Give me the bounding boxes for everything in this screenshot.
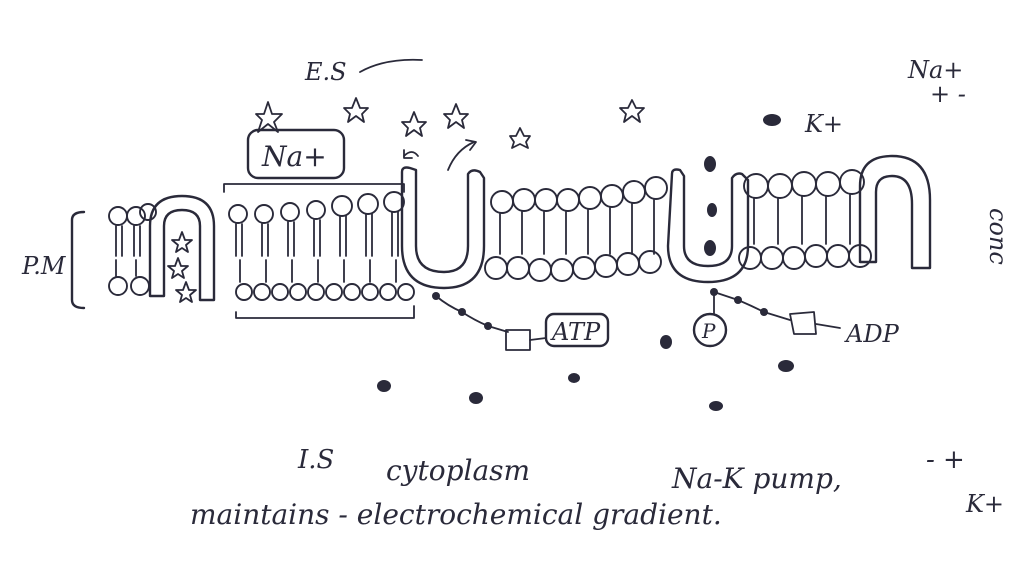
arrow-out-right-head — [465, 139, 477, 151]
label-na-k-pump: Na-K pump, — [671, 462, 842, 495]
channel-protein-right — [858, 154, 932, 270]
arrow-out-left — [403, 151, 419, 157]
na-ion-stars — [167, 97, 645, 303]
label-conc: conc — [984, 208, 1012, 265]
lipid-segment-left — [108, 203, 157, 296]
arrow-out-left-head — [403, 149, 413, 159]
pm-bracket — [70, 210, 86, 310]
atp-chain — [432, 292, 547, 351]
label-na-box: Na+ — [261, 140, 327, 173]
arrow-out-right — [447, 141, 475, 171]
label-charge-top-right: + - — [930, 80, 966, 108]
label-intracellular-space: I.S — [297, 445, 334, 475]
label-atp: ATP — [550, 318, 601, 346]
label-extracellular-space: E.S — [304, 58, 347, 86]
label-cytoplasm: cytoplasm — [386, 454, 530, 487]
lipid-segment-c — [738, 169, 872, 270]
es-underline — [359, 58, 423, 73]
k-ion-dots — [377, 114, 794, 411]
label-phosphate: P — [701, 319, 716, 343]
phosphate-circle — [692, 312, 728, 348]
lipid-segment-a — [228, 191, 415, 301]
adp-chain — [710, 288, 841, 335]
pump-protein-1 — [400, 166, 486, 290]
lipid-bracket-bottom — [235, 305, 415, 319]
label-charge-bottom-right: - + — [926, 445, 965, 475]
label-plasma-membrane: P.M — [21, 252, 67, 280]
label-maintains-gradient: maintains - electrochemical gradient. — [190, 498, 722, 531]
lipid-bracket-top — [223, 183, 405, 193]
label-na-top-right: Na+ — [907, 56, 963, 84]
label-k-plus: K+ — [804, 110, 843, 138]
pump-protein-2 — [666, 168, 750, 284]
channel-protein-left — [148, 194, 216, 302]
na-box — [246, 128, 346, 180]
label-k-bottom-right: K+ — [965, 490, 1004, 518]
label-adp: ADP — [844, 320, 900, 348]
atp-box — [544, 312, 610, 348]
lipid-segment-b — [484, 176, 668, 282]
